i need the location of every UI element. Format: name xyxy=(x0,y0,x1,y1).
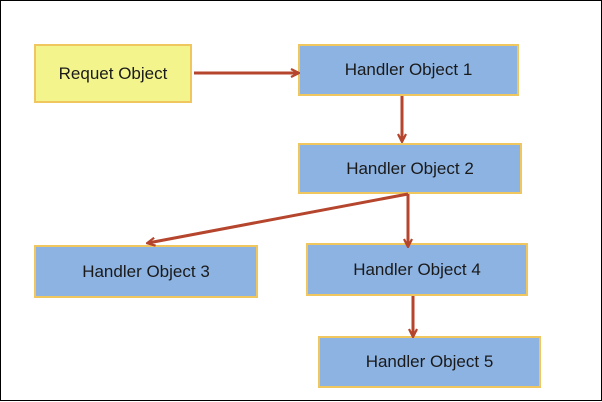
handler-object-2-label: Handler Object 2 xyxy=(346,158,474,178)
arrow-h2-to-h3 xyxy=(148,192,409,243)
handler-object-1-node: Handler Object 1 xyxy=(298,44,519,96)
handler-object-2-node: Handler Object 2 xyxy=(298,143,522,194)
handler-object-3-label: Handler Object 3 xyxy=(82,261,210,281)
handler-object-4-node: Handler Object 4 xyxy=(306,243,528,296)
handler-object-3-node: Handler Object 3 xyxy=(34,245,258,298)
request-object-node: Requet Object xyxy=(34,44,192,103)
handler-object-1-label: Handler Object 1 xyxy=(344,60,473,79)
request-object-label: Requet Object xyxy=(58,63,168,83)
handler-object-5-node: Handler Object 5 xyxy=(318,336,541,388)
handler-object-5-label: Handler Object 5 xyxy=(365,352,494,371)
handler-object-4-label: Handler Object 4 xyxy=(353,259,481,279)
